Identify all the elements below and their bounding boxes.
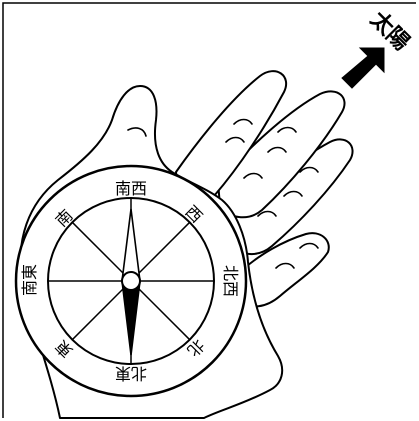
compass-label-right: 北西 <box>221 265 240 297</box>
sun-arrow-icon <box>342 48 384 88</box>
compass-pivot <box>122 272 140 290</box>
compass-label-left: 南東 <box>20 264 39 296</box>
compass-label-bottom: 北東 <box>115 364 147 383</box>
compass-label-top: 南西 <box>115 179 147 198</box>
sun-direction: 太陽 <box>342 7 414 88</box>
compass: 南西 南 西 南東 北西 東 北 北東 <box>16 166 246 396</box>
